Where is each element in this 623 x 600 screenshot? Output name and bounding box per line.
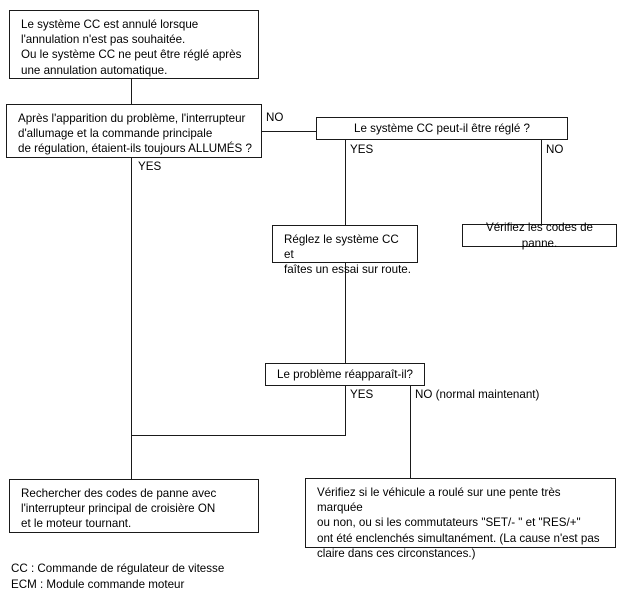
node-question-switches-on: Après l'apparition du problème, l'interr… xyxy=(6,104,262,158)
node-question-problem-reappears-text: Le problème réapparaît-il? xyxy=(277,367,413,381)
node-question-switches-on-text: Après l'apparition du problème, l'interr… xyxy=(18,112,252,156)
edge-reappears-no-vertical xyxy=(410,386,411,478)
edge-label-reappears-yes: YES xyxy=(350,388,374,401)
node-action-check-slope-text: Vérifiez si le véhicule a roulé sur une … xyxy=(317,486,600,560)
edge-reappears-yes-vertical xyxy=(345,386,346,435)
edge-label-switches-yes: YES xyxy=(138,160,162,173)
node-action-check-fault-codes: Vérifiez les codes de panne. xyxy=(462,221,617,250)
node-action-check-slope: Vérifiez si le véhicule a roulé sur une … xyxy=(305,478,616,560)
node-action-search-fault-codes-text: Rechercher des codes de panne avec l'int… xyxy=(21,487,217,531)
edge-switches-no-horizontal xyxy=(262,131,316,132)
edge-label-switches-no: NO xyxy=(266,111,284,124)
node-question-problem-reappears: Le problème réapparaît-il? xyxy=(265,363,425,386)
edge-switches-yes-vertical xyxy=(131,158,132,479)
node-action-check-fault-codes-text: Vérifiez les codes de panne. xyxy=(486,221,593,250)
edge-road-test-to-reappears xyxy=(345,263,346,363)
node-question-can-be-set-text: Le système CC peut-il être réglé ? xyxy=(354,121,530,135)
node-action-set-and-road-test: Réglez le système CC et faîtes un essai … xyxy=(272,225,418,276)
edge-symptom-to-switches xyxy=(131,79,132,104)
edge-reappears-yes-horizontal xyxy=(131,435,346,436)
edge-label-reappears-no: NO (normal maintenant) xyxy=(415,388,540,401)
node-question-can-be-set: Le système CC peut-il être réglé ? xyxy=(316,117,568,140)
edge-label-can-be-set-yes: YES xyxy=(350,143,374,156)
edge-can-be-set-yes-vertical xyxy=(345,140,346,225)
legend-abbreviations: CC : Commande de régulateur de vitesse E… xyxy=(11,562,225,591)
node-action-set-and-road-test-text: Réglez le système CC et faîtes un essai … xyxy=(284,233,411,277)
edge-label-can-be-set-no: NO xyxy=(546,143,564,156)
node-symptom-text: Le système CC est annulé lorsque l'annul… xyxy=(21,18,242,77)
edge-can-be-set-no-vertical xyxy=(541,140,542,225)
node-action-search-fault-codes: Rechercher des codes de panne avec l'int… xyxy=(9,479,259,533)
node-symptom: Le système CC est annulé lorsque l'annul… xyxy=(9,10,259,79)
